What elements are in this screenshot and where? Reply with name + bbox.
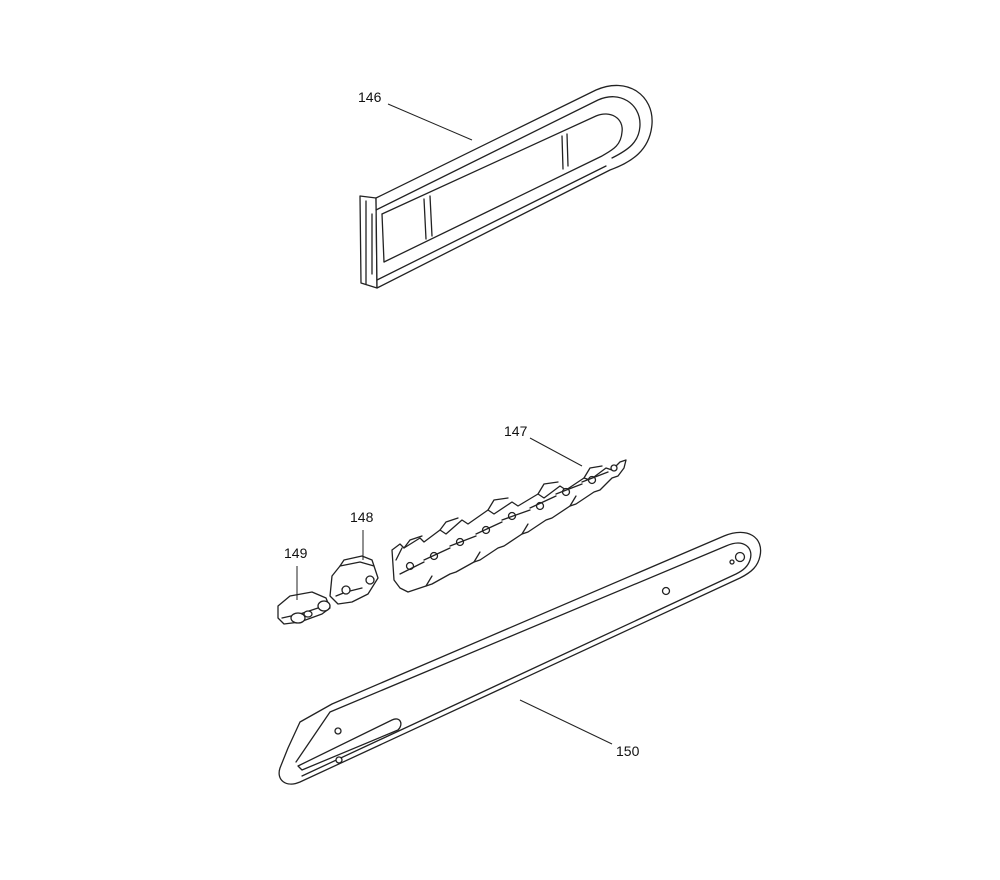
- chain-link-plate-icon[interactable]: [329, 555, 379, 605]
- callout-148: 148: [350, 509, 374, 560]
- callout-149: 149: [284, 545, 308, 600]
- chain-guard-scabbard-icon[interactable]: [359, 84, 653, 289]
- callout-148-label: 148: [350, 509, 374, 525]
- guide-bar-icon[interactable]: [278, 531, 762, 785]
- chain-rivet-icon[interactable]: [277, 591, 331, 625]
- callout-149-label: 149: [284, 545, 308, 561]
- callout-147-label: 147: [504, 423, 528, 439]
- callout-150-label: 150: [616, 743, 640, 759]
- saw-chain-icon[interactable]: [391, 459, 627, 593]
- callout-146-label: 146: [358, 89, 382, 105]
- callout-150: 150: [519, 699, 640, 759]
- callout-147: 147: [504, 423, 583, 467]
- callout-146: 146: [358, 89, 473, 141]
